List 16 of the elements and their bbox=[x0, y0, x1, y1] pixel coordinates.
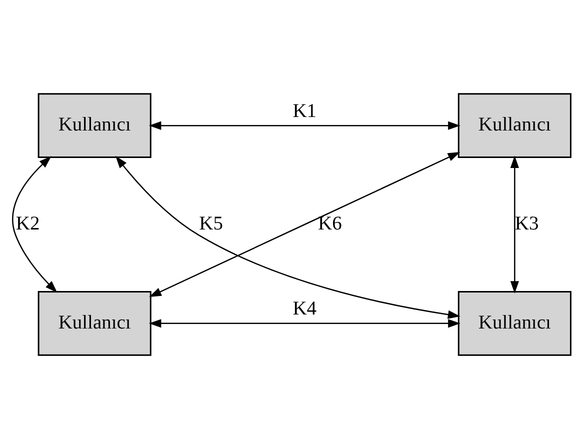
node-box: Kullanıcı bbox=[458, 92, 572, 158]
edge-label: K1 bbox=[292, 100, 317, 122]
node-box: Kullanıcı bbox=[458, 290, 572, 356]
arrow bbox=[148, 120, 460, 130]
arrow bbox=[149, 151, 460, 297]
edge-label: K3 bbox=[514, 212, 539, 234]
arrow bbox=[115, 155, 460, 318]
edge-label: K6 bbox=[318, 212, 342, 234]
edge-label: K5 bbox=[199, 212, 223, 234]
edge-label: K4 bbox=[292, 298, 317, 320]
edge-label: K2 bbox=[16, 212, 40, 234]
arrow bbox=[148, 318, 460, 328]
arrow bbox=[510, 155, 519, 293]
node-box: Kullanıcı bbox=[38, 290, 152, 356]
node-box: Kullanıcı bbox=[38, 92, 152, 158]
arrow bbox=[12, 156, 58, 292]
